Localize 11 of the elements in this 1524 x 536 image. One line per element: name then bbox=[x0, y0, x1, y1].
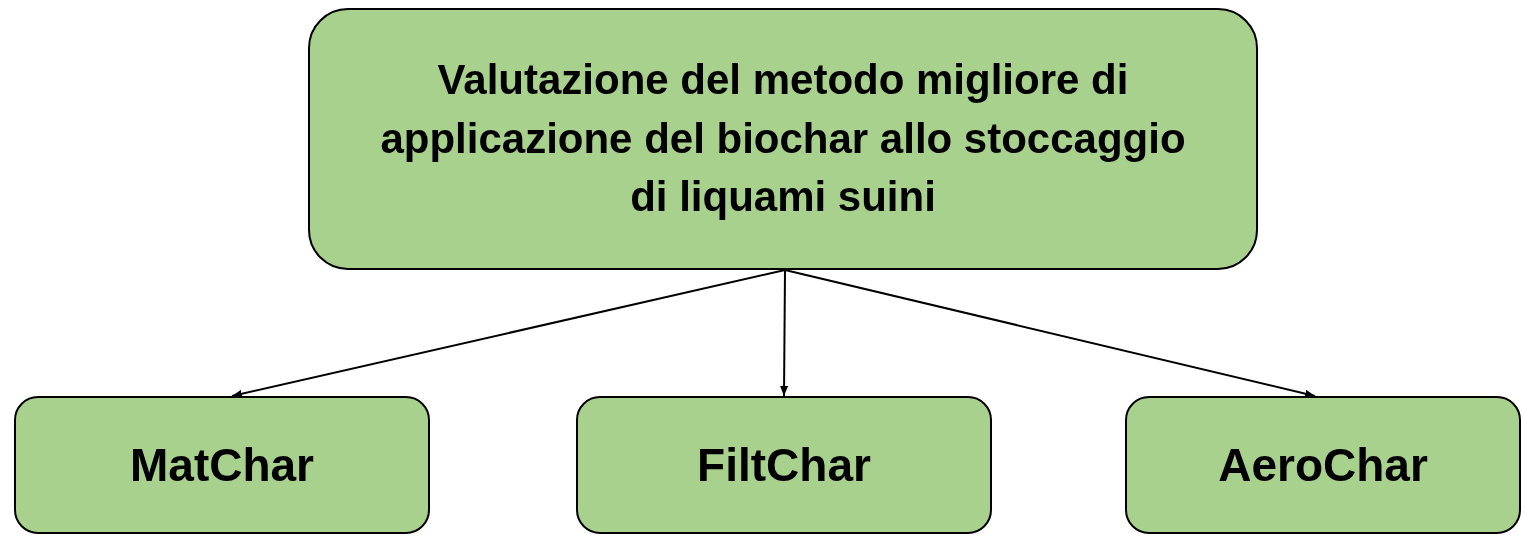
method-box bbox=[1125, 396, 1521, 534]
method-box bbox=[14, 396, 430, 534]
arrow bbox=[231, 269, 786, 398]
method-box bbox=[576, 396, 992, 534]
method-label: MatChar bbox=[130, 437, 314, 493]
arrow bbox=[784, 269, 1316, 398]
arrow bbox=[780, 269, 789, 397]
method-label: AeroChar bbox=[1218, 437, 1428, 493]
goal-box bbox=[308, 8, 1258, 270]
method-label: FiltChar bbox=[697, 437, 871, 493]
goal-text: Valutazione del metodo migliore di applicazione del biochar allo stoccaggio di liquami suini bbox=[379, 54, 1187, 223]
